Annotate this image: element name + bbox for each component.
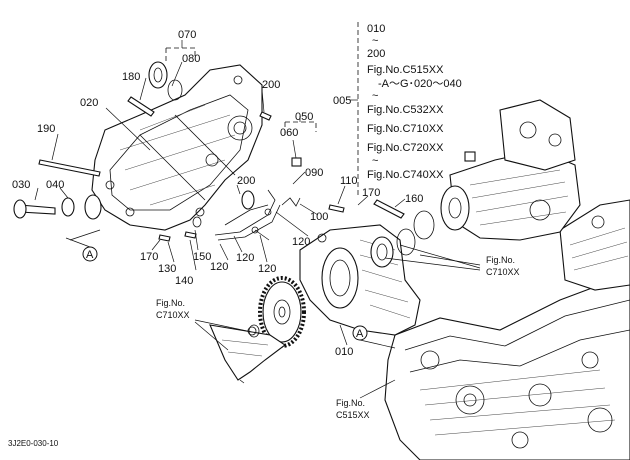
callout-190: 190 [37, 123, 55, 135]
callout-120-c: 120 [258, 263, 276, 275]
range-note-line: Fig.No.C740XX [367, 169, 444, 181]
fasteners [13, 96, 405, 242]
callout-060: 060 [280, 127, 298, 139]
fig-ref-bottom-label: Fig.No. [336, 398, 365, 408]
callout-040: 040 [46, 179, 64, 191]
hydraulic-pump-assembly [440, 99, 581, 241]
callout-170-right: 170 [362, 187, 380, 199]
callout-140: 140 [175, 275, 193, 287]
range-note-line: ~ [372, 155, 378, 167]
callout-070: 070 [178, 29, 196, 41]
callout-200-mid: 200 [237, 175, 255, 187]
callout-120-a: 120 [292, 236, 310, 248]
callout-020: 020 [80, 97, 98, 109]
range-note-bottom: 200 [367, 48, 385, 60]
range-note-line: Fig.No.C532XX [367, 104, 444, 116]
fig-ref-right-code: C710XX [486, 267, 520, 277]
marker-a2-label: A [356, 328, 364, 340]
drive-gear [258, 276, 306, 348]
callout-180: 180 [122, 71, 140, 83]
marker-a2-arrow [359, 339, 396, 349]
marker-a1-label: A [86, 249, 94, 261]
range-note-line: Fig.No.C710XX [367, 123, 444, 135]
callout-150: 150 [193, 251, 211, 263]
reference-markers: A A [65, 237, 368, 341]
callout-120-b: 120 [236, 252, 254, 264]
fig-ref-bottom-code: C515XX [336, 410, 370, 420]
marker-a2-circle [352, 325, 368, 341]
fig-ref-left-code: C710XX [156, 310, 190, 320]
callout-110: 110 [340, 175, 358, 187]
drawing-code: 3J2E0-030-10 [8, 439, 59, 448]
callout-100: 100 [310, 211, 328, 223]
callout-170-left: 170 [140, 251, 158, 263]
transmission-housing [359, 199, 630, 460]
range-note-line: -A～G･020～040 [378, 78, 462, 90]
range-note: 010 ~ 200 Fig.No.C515XX -A～G･020～040 ~ F… [367, 23, 462, 181]
marker-a1-arrow [65, 237, 91, 248]
group-brackets [165, 22, 359, 196]
leader-lines [34, 40, 481, 399]
callout-010: 010 [335, 346, 353, 358]
callout-090: 090 [305, 167, 323, 179]
figure-references: Fig.No. C710XX Fig.No. C710XX Fig.No. C5… [156, 255, 520, 420]
callout-200-top: 200 [262, 79, 280, 91]
callout-030: 030 [12, 179, 30, 191]
fig-ref-left-label: Fig.No. [156, 298, 185, 308]
fig-ref-right-label: Fig.No. [486, 255, 515, 265]
hydraulic-pipes [214, 189, 301, 241]
lower-cover-plate [209, 324, 286, 384]
gear-case-housing [299, 224, 421, 336]
callout-160: 160 [405, 193, 423, 205]
part-callouts: 070 080 180 200 020 050 060 190 030 040 … [12, 29, 423, 358]
callout-130: 130 [158, 263, 176, 275]
range-note-line: Fig.No.C720XX [367, 142, 444, 154]
front-case-cover [91, 64, 263, 231]
range-note-line: ~ [372, 90, 378, 102]
callout-080: 080 [182, 53, 200, 65]
range-note-top: 010 [367, 23, 385, 35]
callout-120-d: 120 [210, 261, 228, 273]
range-note-line: Fig.No.C515XX [367, 64, 444, 76]
bearings-and-seals [61, 61, 435, 338]
range-note-tilde: ~ [372, 35, 378, 47]
callout-005: 005 [333, 95, 351, 107]
callout-050: 050 [295, 111, 313, 123]
